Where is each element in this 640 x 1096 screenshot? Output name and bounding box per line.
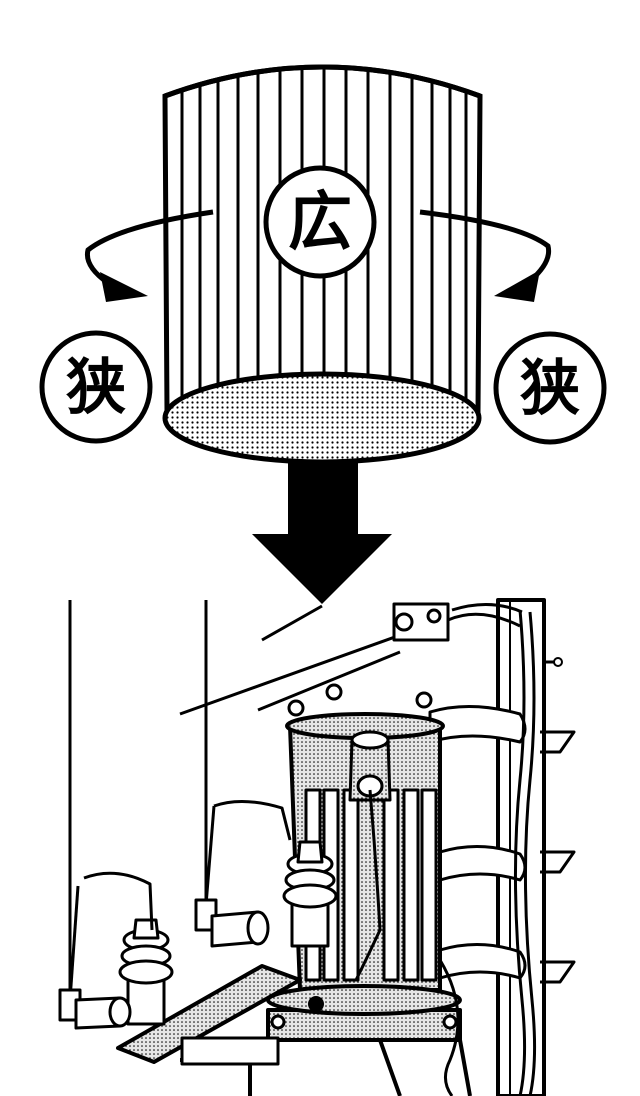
cross-arm — [116, 964, 472, 1096]
narrow-label-right-circle — [493, 331, 607, 445]
wide-label-circle — [263, 165, 377, 279]
down-cables — [438, 609, 537, 1096]
upper-clamp — [392, 602, 523, 642]
cylinder-bottom-face — [162, 371, 482, 465]
overhead-wires — [68, 600, 421, 1000]
cylinder: 広 — [162, 64, 483, 465]
insulator-left — [118, 918, 174, 1026]
narrow-label-right: 狭 — [520, 354, 580, 424]
cylinder-top-rim — [164, 64, 481, 99]
narrow-label-right-group: 狭 — [493, 331, 607, 445]
narrow-label-left-circle — [39, 330, 153, 444]
right-rotation-arrow — [419, 209, 552, 302]
wide-label: 広 — [288, 186, 352, 260]
insulator-right — [282, 840, 338, 948]
narrow-label-left: 狭 — [66, 353, 126, 423]
fuse-cutout-right — [194, 799, 292, 948]
down-arrow — [252, 462, 392, 604]
left-rotation-arrow — [84, 209, 214, 302]
equipment-illustration — [58, 598, 576, 1096]
narrow-label-left-group: 狭 — [39, 330, 153, 444]
utility-pole — [428, 598, 576, 1096]
fuse-cutout-left — [58, 871, 154, 1030]
